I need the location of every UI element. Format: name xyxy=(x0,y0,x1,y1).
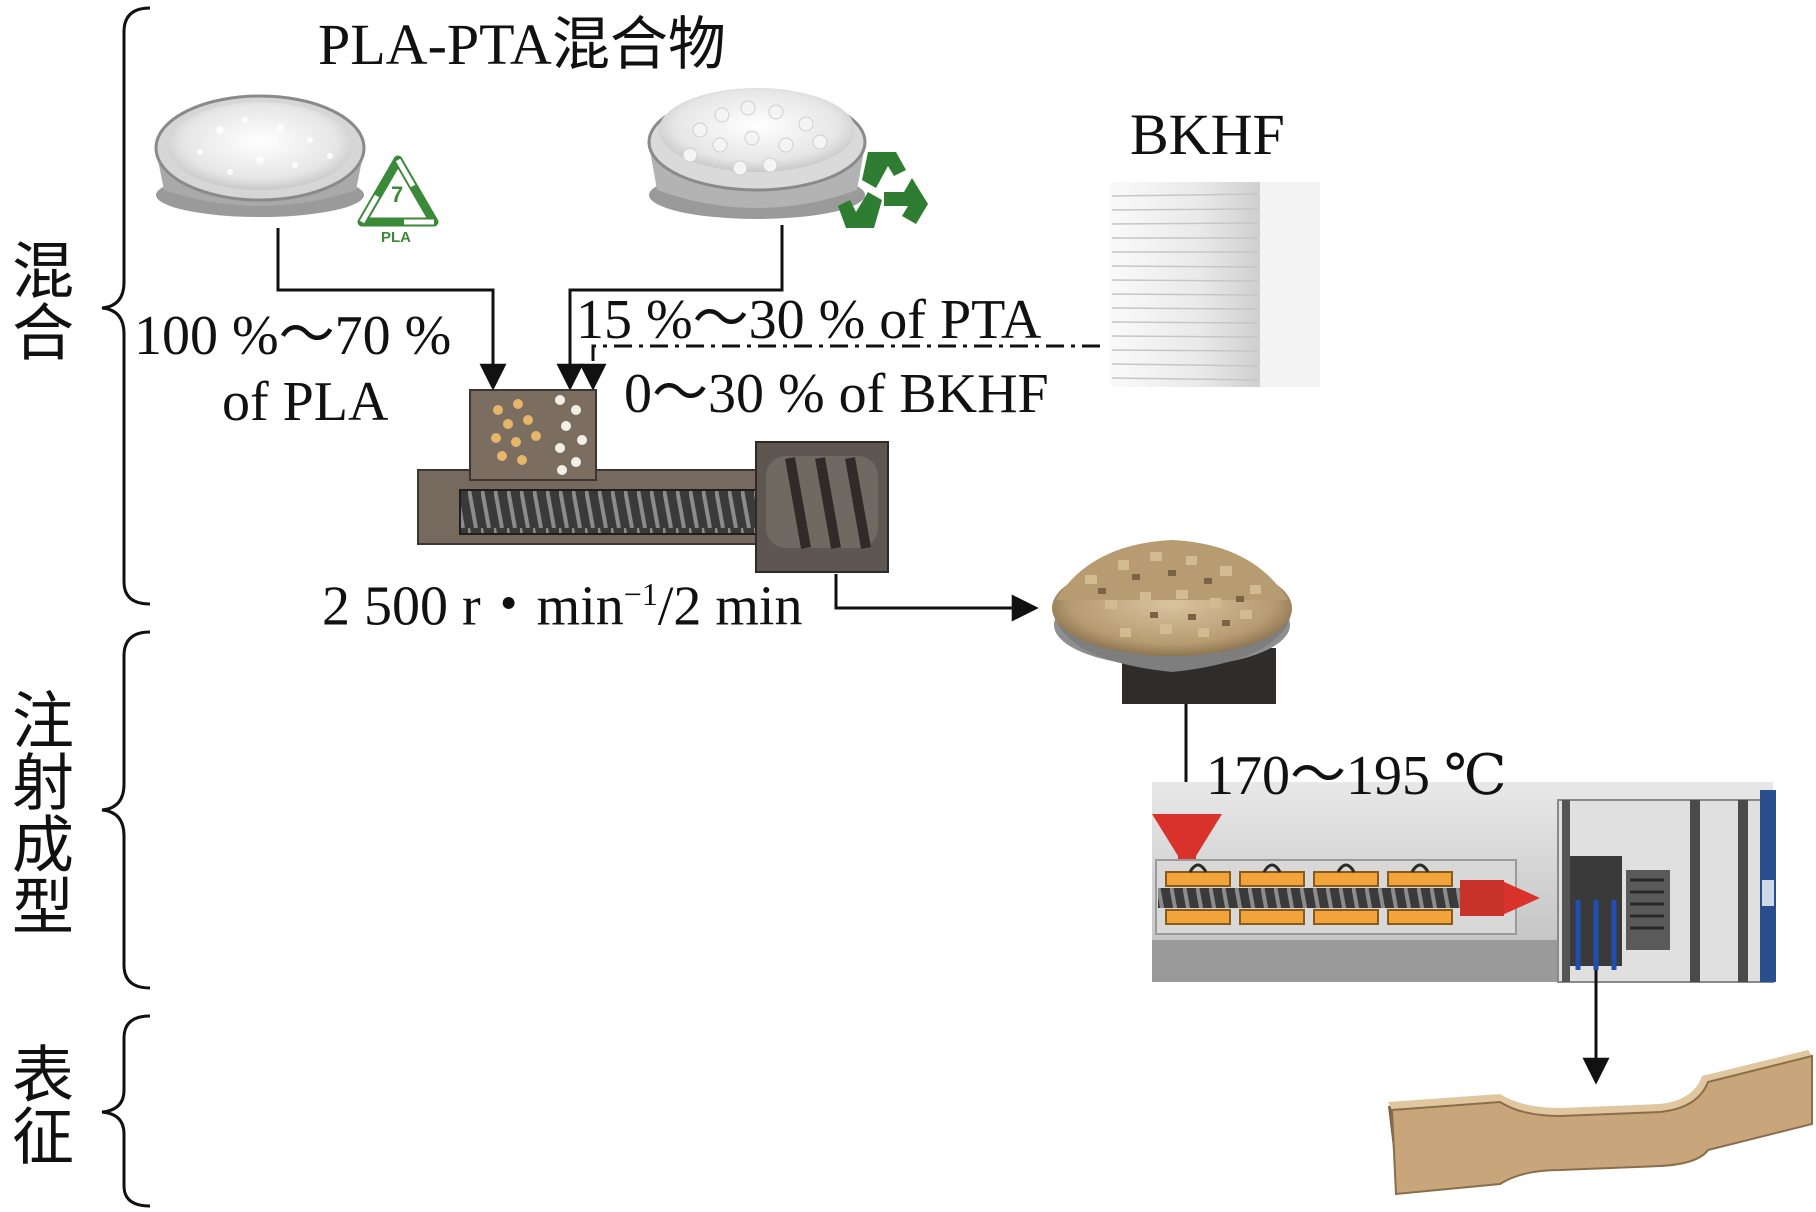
pla-ratio-label: 100 %～70 % xyxy=(134,305,452,367)
brace-characterization xyxy=(101,1014,151,1208)
pla-recycle-number: 7 xyxy=(391,182,404,207)
mixer-extruder xyxy=(417,389,889,573)
feed-line-bkhf xyxy=(579,344,1100,391)
blend-title: PLA-PTA混合物 xyxy=(318,12,726,77)
pta-ratio-label: 15 %～30 % of PTA xyxy=(576,289,1042,351)
pla-recycle-icon xyxy=(357,155,439,227)
brace-injection xyxy=(101,630,151,990)
injection-temperature-label: 170～195 ℃ xyxy=(1206,745,1507,807)
bkhf-paper-stack xyxy=(1110,182,1320,387)
feed-line-pta xyxy=(556,225,784,391)
stage-label-injection: 注射成型 xyxy=(1,688,70,936)
mixing-speed-exponent: −1 xyxy=(623,576,658,612)
injection-molding-machine xyxy=(1152,782,1776,983)
mixing-speed-main: 2 500 r・min xyxy=(322,575,624,638)
pta-pellet-dish xyxy=(647,88,867,219)
feed-line-pla xyxy=(276,228,507,391)
stage-label-mixing: 混合 xyxy=(1,238,70,362)
flow-arrow-to-granules xyxy=(834,574,1039,622)
pla-name-label: of PLA xyxy=(222,371,389,433)
mixing-speed-time: /2 min xyxy=(657,575,803,638)
pla-pellet-dish xyxy=(154,94,366,217)
bkhf-title: BKHF xyxy=(1130,102,1285,167)
dogbone-specimen xyxy=(1388,1050,1813,1196)
recycle-icon xyxy=(838,152,928,228)
mixing-speed-label: 2 500 r・min−1/2 min xyxy=(322,578,803,635)
brace-mixing xyxy=(101,6,151,606)
granule-dish xyxy=(1052,540,1292,704)
stage-label-characterization: 表征 xyxy=(1,1042,70,1166)
pla-recycle-code: PLA xyxy=(381,229,411,246)
bkhf-ratio-label: 0～30 % of BKHF xyxy=(624,363,1049,425)
